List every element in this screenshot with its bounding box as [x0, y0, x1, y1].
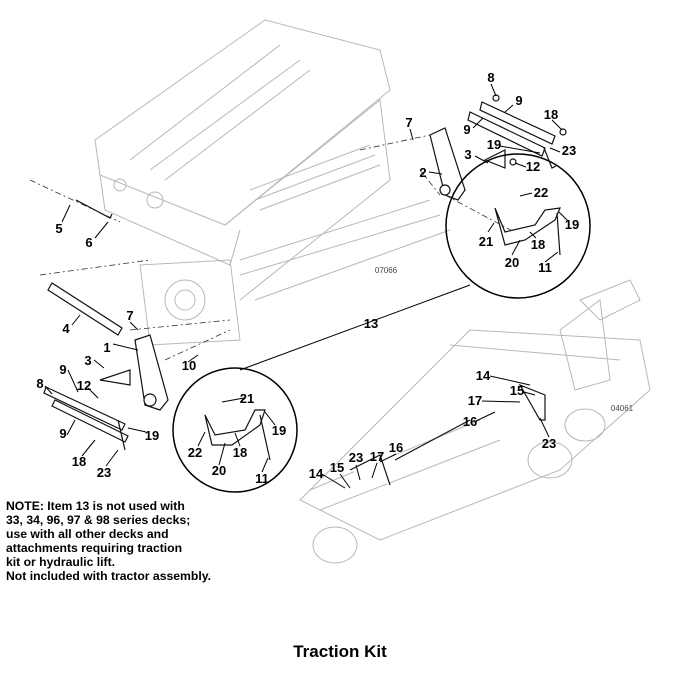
callout-label: 11 — [538, 260, 552, 275]
figure-id-label: 07066 — [375, 266, 398, 275]
callout-13-line-a — [239, 284, 471, 371]
deck-linkage-parts — [349, 383, 546, 486]
leader-lines — [44, 83, 569, 489]
detail-view-upper — [445, 153, 591, 299]
callout-label: 19 — [272, 423, 286, 438]
callout-label: 6 — [85, 235, 92, 250]
diagram-title: Traction Kit — [293, 642, 387, 661]
callout-label: 20 — [505, 255, 519, 270]
callout-label: 9 — [59, 362, 66, 377]
lower-linkage-parts — [29, 179, 231, 451]
callout-label: 19 — [565, 217, 579, 232]
callout-label: 9 — [59, 426, 66, 441]
callout-label: 7 — [126, 308, 133, 323]
callout-label: 14 — [309, 466, 324, 481]
callout-label: 23 — [562, 143, 576, 158]
note-line: 33, 34, 96, 97 & 98 series decks; — [6, 513, 191, 527]
tractor-frame-drawing — [94, 19, 451, 346]
callout-label: 18 — [531, 237, 545, 252]
callout-labels: 8 9 9 18 7 19 23 3 12 2 22 19 21 18 20 1… — [36, 70, 579, 486]
callout-label: 3 — [84, 353, 91, 368]
callout-label: 2 — [419, 165, 426, 180]
callout-label: 9 — [463, 122, 470, 137]
callout-label: 19 — [487, 137, 501, 152]
callout-label: 16 — [463, 414, 477, 429]
callout-label: 22 — [534, 185, 548, 200]
note-line: NOTE: Item 13 is not used with — [6, 499, 185, 513]
callout-label: 14 — [476, 368, 491, 383]
callout-label: 23 — [97, 465, 111, 480]
callout-label: 12 — [526, 159, 540, 174]
callout-label: 15 — [510, 383, 524, 398]
callout-label: 13 — [364, 316, 378, 331]
callout-label: 17 — [468, 393, 482, 408]
detail-view-lower — [172, 367, 298, 493]
callout-label: 7 — [405, 115, 412, 130]
note-line: attachments requiring traction — [6, 541, 183, 555]
note-line: Not included with tractor assembly. — [6, 569, 211, 583]
callout-label: 12 — [77, 378, 91, 393]
callout-label: 4 — [62, 321, 70, 336]
note-line: kit or hydraulic lift. — [6, 555, 116, 569]
callout-label: 19 — [145, 428, 159, 443]
callout-label: 3 — [464, 147, 471, 162]
note-line: use with all other decks and — [6, 527, 169, 541]
callout-label: 16 — [389, 440, 403, 455]
callout-label: 23 — [349, 450, 363, 465]
callout-label: 22 — [188, 445, 202, 460]
callout-label: 9 — [515, 93, 522, 108]
figure-id-label: 04061 — [611, 404, 634, 413]
callout-label: 23 — [542, 436, 556, 451]
callout-label: 21 — [479, 234, 493, 249]
callout-label: 10 — [182, 358, 196, 373]
callout-label: 18 — [233, 445, 247, 460]
note-text: NOTE: Item 13 is not used with 33, 34, 9… — [6, 499, 211, 583]
callout-label: 1 — [103, 340, 110, 355]
callout-label: 15 — [330, 460, 344, 475]
callout-label: 18 — [544, 107, 558, 122]
callout-label: 17 — [370, 449, 384, 464]
callout-label: 11 — [255, 471, 269, 486]
upper-linkage-parts — [359, 94, 567, 236]
callout-label: 21 — [240, 391, 254, 406]
callout-label: 20 — [212, 463, 226, 478]
callout-label: 8 — [487, 70, 494, 85]
callout-label: 18 — [72, 454, 86, 469]
callout-label: 8 — [36, 376, 43, 391]
callout-label: 5 — [55, 221, 62, 236]
